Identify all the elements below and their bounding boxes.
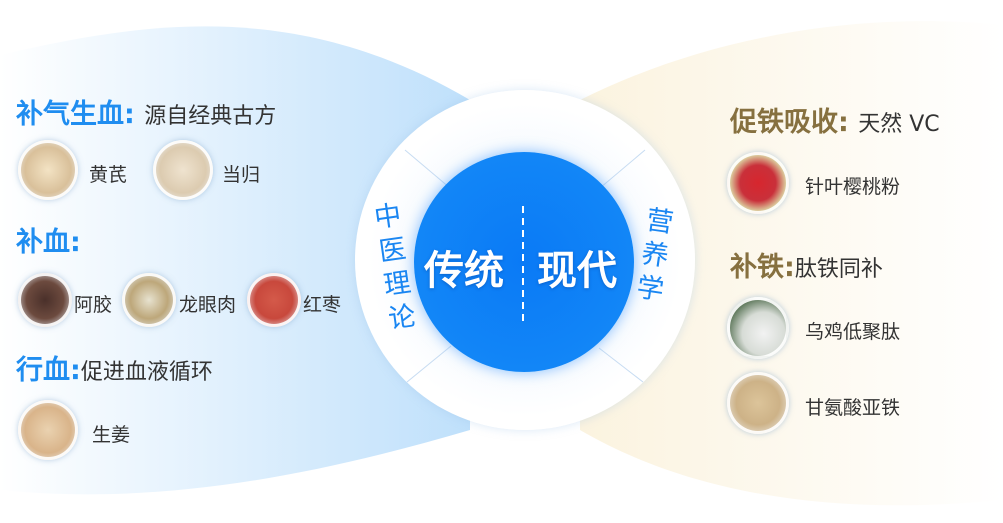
item-label: 阿胶 (74, 294, 113, 316)
item-label: 黄芪 (89, 164, 128, 186)
item-label: 当归 (222, 164, 261, 186)
center-circle (414, 152, 634, 372)
item-label: 乌鸡低聚肽 (805, 321, 901, 343)
astragalus-image (18, 140, 78, 200)
item-label: 龙眼肉 (179, 294, 237, 316)
traditional-label: 传统 (424, 248, 504, 294)
ferrous-glycinate-image (727, 372, 789, 434)
section-title-blood: 补血: (16, 227, 81, 258)
donkey-gelatin-image (18, 273, 72, 327)
item-label: 针叶樱桃粉 (805, 176, 901, 198)
jujube-image (247, 273, 301, 327)
center-dashed-divider (522, 206, 524, 322)
angelica-image (153, 140, 213, 200)
item-label: 红枣 (303, 294, 342, 316)
acerola-cherry-image (727, 152, 789, 214)
silkie-chicken-image (727, 297, 789, 359)
section-title-qi-blood: 补气生血: 源自经典古方 (16, 99, 277, 130)
modern-label: 现代 (537, 248, 617, 294)
section-title-iron-supplement: 补铁:肽铁同补 (730, 252, 883, 283)
section-title-circulation: 行血:促进血液循环 (16, 355, 213, 386)
ring-dividers (404, 149, 646, 383)
section-title-iron-absorption: 促铁吸收: 天然 VC (730, 107, 940, 138)
item-label: 甘氨酸亚铁 (805, 397, 901, 419)
item-label: 生姜 (92, 424, 131, 446)
longan-image (122, 273, 176, 327)
ginger-image (18, 400, 78, 460)
